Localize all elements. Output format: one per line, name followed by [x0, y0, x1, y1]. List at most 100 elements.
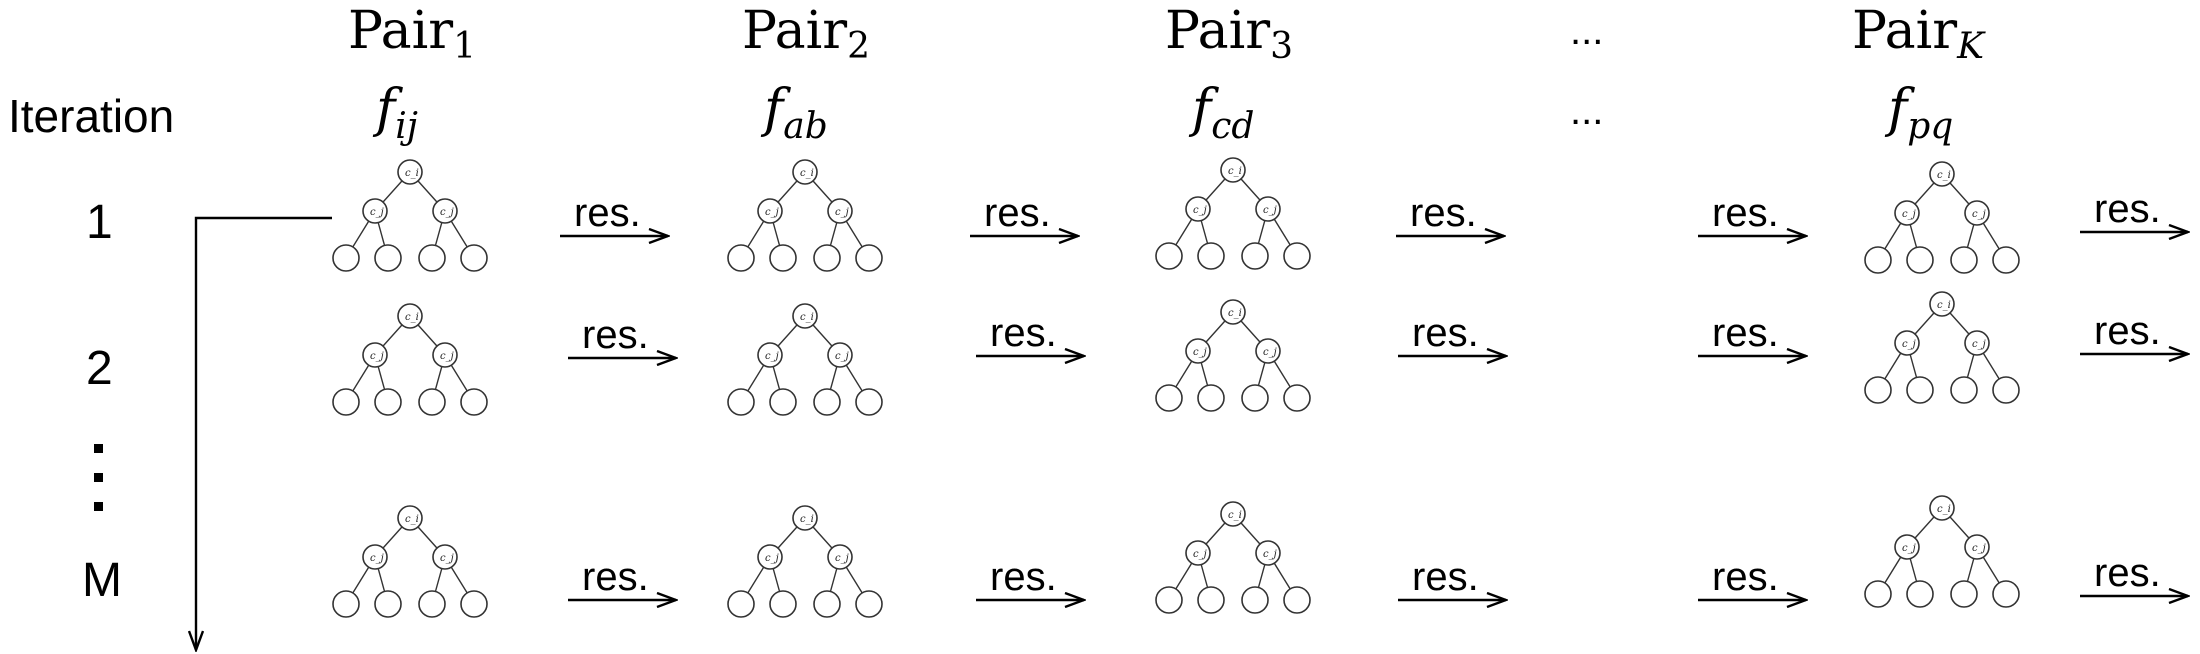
tree-node-leaf [1906, 246, 1934, 274]
tree-node-right [1964, 200, 1990, 226]
tree-node-left [362, 342, 388, 368]
function-f-cd: fcd [1188, 79, 1254, 147]
tree-node-leaf [813, 388, 841, 416]
res-label: res. [582, 555, 649, 599]
tree-node-root [792, 505, 818, 531]
tree-node-leaf [1906, 580, 1934, 608]
row-label-1: 1 [86, 196, 113, 249]
tree-node-leaf [769, 388, 797, 416]
tree-node-root-label: c_i [1228, 308, 1242, 319]
tree-node-left [1894, 534, 1920, 560]
function-f-ab: fab [760, 79, 828, 147]
tree-node-leaf [374, 590, 402, 618]
tree-node-root-label: c_i [405, 168, 419, 179]
res-label: res. [1412, 555, 1479, 599]
function-f-pq: fpq [1884, 79, 1953, 147]
tree-node-root-label: c_i [1228, 510, 1242, 521]
tree-node-leaf [1197, 242, 1225, 270]
tree-node-leaf [855, 244, 883, 272]
tree-node-left [757, 544, 783, 570]
tree-node-root [397, 159, 423, 185]
tree-node-root [397, 303, 423, 329]
tree-node-leaf [769, 244, 797, 272]
pair-ellipsis: ... [1570, 9, 1603, 53]
res-arrow-row2-col3: res. [1398, 311, 1506, 356]
tree-node-left-label: c_j [1902, 339, 1916, 350]
tree-node-leaf [1155, 384, 1183, 412]
tree-node-root [1929, 495, 1955, 521]
tree-node-root [1220, 299, 1246, 325]
tree-node-left-label: c_j [370, 553, 384, 564]
tree-node-right [432, 544, 458, 570]
tree-node-left-label: c_j [1193, 347, 1207, 358]
pair-1-title: Pair1 [348, 1, 476, 67]
tree-node-right-label: c_j [1972, 209, 1986, 220]
tree-node-right-label: c_j [440, 553, 454, 564]
tree-node-right-label: c_j [835, 351, 849, 362]
iteration-direction-arrow [196, 216, 332, 650]
tree-node-root-label: c_i [405, 514, 419, 525]
tree-node-root-label: c_i [800, 168, 814, 179]
tree-node-root-label: c_i [800, 514, 814, 525]
tree-node-leaf [813, 590, 841, 618]
tree-node-left [1894, 330, 1920, 356]
tree-node-root [792, 159, 818, 185]
tree-node-right [1964, 534, 1990, 560]
tree-node-left [1185, 338, 1211, 364]
tree-node-left [362, 544, 388, 570]
res-label: res. [574, 191, 641, 235]
tree-node-leaf [727, 244, 755, 272]
tree-node-left-label: c_j [1193, 205, 1207, 216]
tree-node-leaf [418, 388, 446, 416]
tree-node-root [397, 505, 423, 531]
tree-node-root-label: c_i [1228, 166, 1242, 177]
res-arrow-row2-col5: res. [2080, 309, 2188, 354]
tree-node-left [757, 342, 783, 368]
tree-node-left-label: c_j [1902, 209, 1916, 220]
tree-node-right-label: c_j [1263, 347, 1277, 358]
tree-node-left-label: c_j [1902, 543, 1916, 554]
tree-node-leaf [460, 590, 488, 618]
tree-node-leaf [1950, 246, 1978, 274]
res-label: res. [984, 191, 1051, 235]
tree-node-leaf [418, 590, 446, 618]
tree-node-leaf [1283, 242, 1311, 270]
res-arrow-row2-col4: res. [1698, 311, 1806, 356]
tree-node-left-label: c_j [1193, 549, 1207, 560]
tree-node-root-label: c_i [405, 312, 419, 323]
tree-node-leaf [460, 244, 488, 272]
tree-node-right-label: c_j [440, 207, 454, 218]
tree-node-root [1929, 161, 1955, 187]
tree-node-leaf [1155, 586, 1183, 614]
tree-node-right [1255, 540, 1281, 566]
tree-node-leaf [1197, 384, 1225, 412]
tree-node-leaf [1992, 580, 2020, 608]
tree-node-left-label: c_j [765, 207, 779, 218]
tree-node-right [432, 342, 458, 368]
tree-row2-col3: c_i c_j c_j [1155, 299, 1311, 412]
tree-node-left-label: c_j [765, 351, 779, 362]
tree-node-leaf [855, 388, 883, 416]
function-ellipsis: ... [1570, 89, 1603, 133]
tree-node-root [1220, 157, 1246, 183]
tree-node-leaf [374, 388, 402, 416]
res-arrow-row1-col1: res. [560, 191, 668, 236]
res-arrow-row3-col4: res. [1698, 555, 1806, 600]
res-arrow-row3-col5: res. [2080, 551, 2188, 596]
res-arrow-row3-col1: res. [568, 555, 676, 600]
tree-node-right [432, 198, 458, 224]
tree-node-right [1255, 338, 1281, 364]
row-label-m: M [82, 554, 122, 607]
res-label: res. [1412, 311, 1479, 355]
res-arrow-row1-col3: res. [1396, 191, 1504, 236]
res-arrow-grid: res. res. res. res. res. res. res. res. res. res.… [560, 187, 2188, 600]
tree-node-leaf [727, 388, 755, 416]
tree-node-leaf [727, 590, 755, 618]
pair-3-title: Pair3 [1165, 1, 1293, 67]
